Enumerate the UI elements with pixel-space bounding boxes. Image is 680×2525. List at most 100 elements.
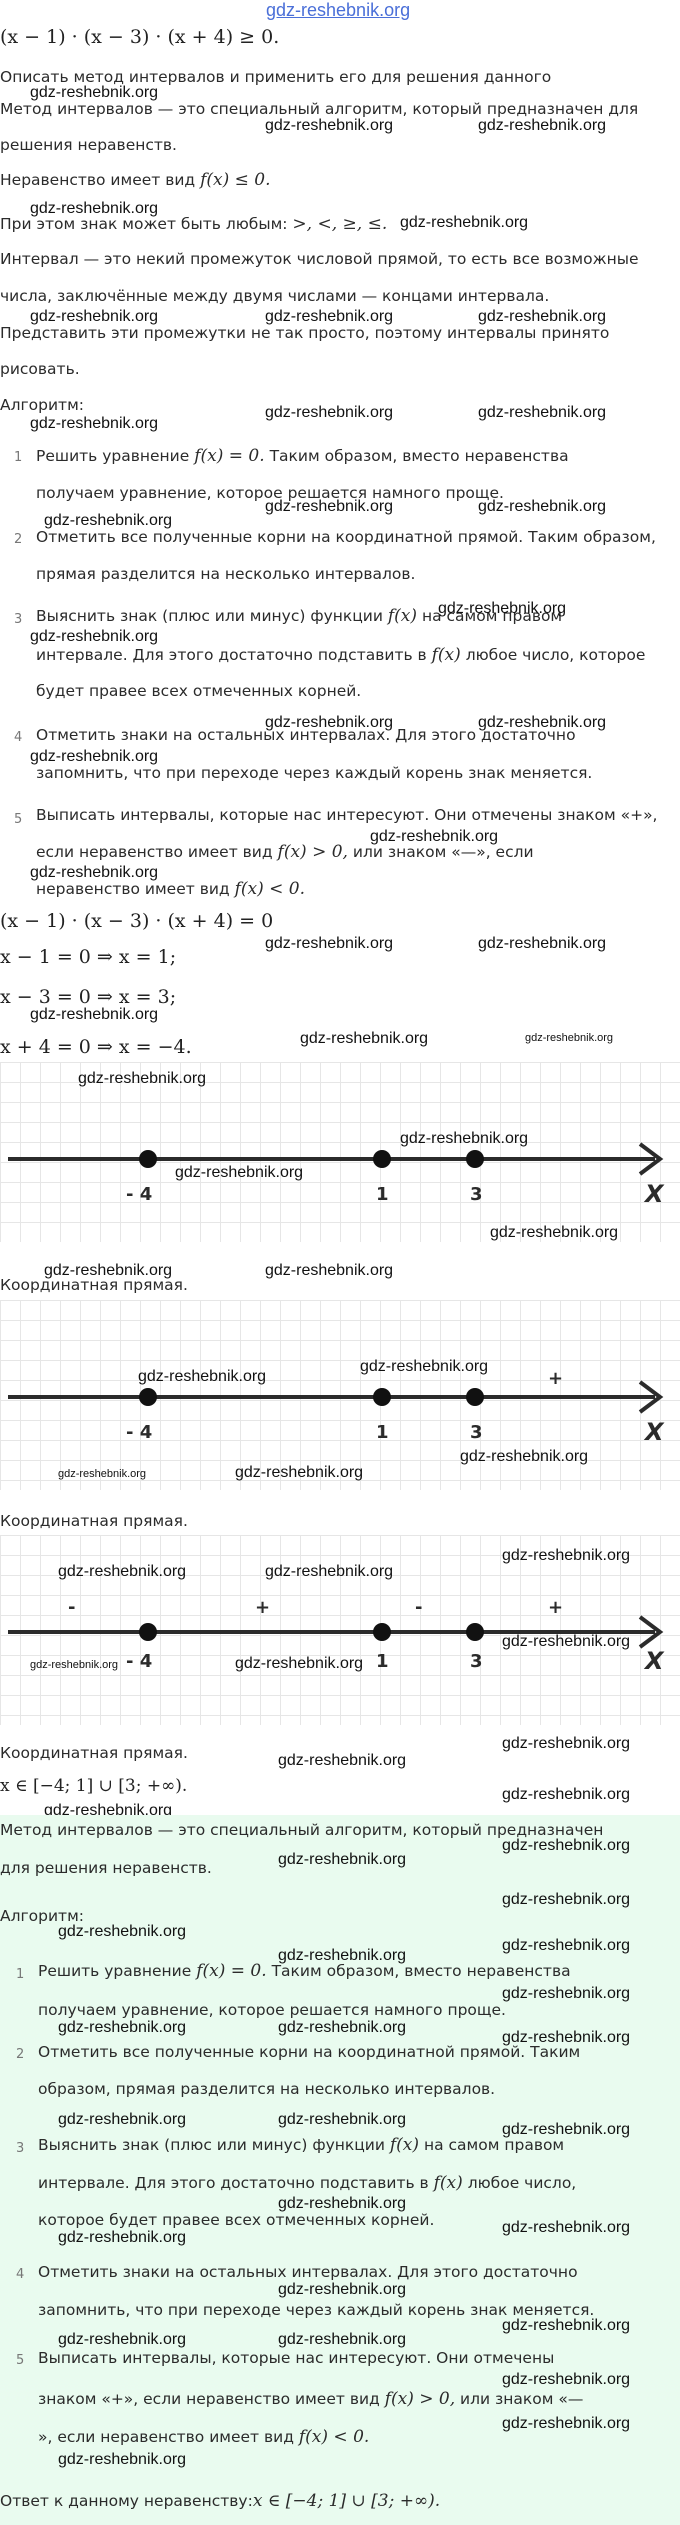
task-instruction: Описать метод интервалов и применить его… bbox=[0, 68, 552, 86]
point-minus-4 bbox=[139, 1150, 157, 1168]
step-number: 5 bbox=[16, 2353, 25, 2368]
number-line-grid: gdz-reshebnik.org gdz-reshebnik.org gdz-… bbox=[0, 1535, 680, 1725]
summary-step-5-line-3: », если неравенство имеет вид f(x) < 0. bbox=[38, 2427, 370, 2447]
watermark: gdz-reshebnik.org bbox=[58, 2451, 187, 2468]
watermark: gdz-reshebnik.org bbox=[278, 2019, 407, 2036]
summary-step-1-math: f(x) = 0. bbox=[196, 1961, 267, 1981]
summary-step-3-math: f(x) bbox=[389, 2135, 420, 2155]
watermark: gdz-reshebnik.org bbox=[502, 1937, 631, 1954]
step-2-line-1: Отметить все полученные корни на координ… bbox=[36, 528, 656, 546]
step-5-math-2: f(x) < 0. bbox=[234, 879, 305, 899]
watermark: gdz-reshebnik.org bbox=[478, 404, 607, 421]
interval-text-4: рисовать. bbox=[0, 360, 80, 378]
step-1-math: f(x) = 0. bbox=[194, 446, 265, 466]
watermark: gdz-reshebnik.org bbox=[30, 1006, 159, 1023]
watermark: gdz-reshebnik.org bbox=[525, 1032, 614, 1044]
answer-label: Ответ к данному неравенству: bbox=[0, 2492, 253, 2510]
watermark: gdz-reshebnik.org bbox=[278, 1947, 407, 1964]
task-inequality: (x − 1) · (x − 3) · (x + 4) ≥ 0. bbox=[0, 26, 280, 48]
watermark: gdz-reshebnik.org bbox=[30, 748, 159, 765]
interval-sign: + bbox=[548, 1597, 564, 1618]
watermark: gdz-reshebnik.org bbox=[490, 1224, 619, 1241]
solution-equation: (x − 1) · (x − 3) · (x + 4) = 0 bbox=[0, 910, 274, 932]
watermark: gdz-reshebnik.org bbox=[30, 1659, 119, 1671]
watermark: gdz-reshebnik.org bbox=[438, 600, 567, 617]
axis-arrow bbox=[638, 1615, 664, 1649]
point-3 bbox=[466, 1388, 484, 1406]
step-number: 2 bbox=[16, 2047, 25, 2062]
watermark: gdz-reshebnik.org bbox=[44, 512, 173, 529]
summary-step-4-line-1: Отметить знаки на остальных интервалах. … bbox=[38, 2263, 578, 2281]
watermark: gdz-reshebnik.org bbox=[58, 1923, 187, 1940]
step-3-line-1: Выяснить знак (плюс или минус) функции f… bbox=[36, 606, 563, 626]
watermark: gdz-reshebnik.org bbox=[502, 2029, 631, 2046]
watermark: gdz-reshebnik.org bbox=[502, 1891, 631, 1908]
watermark: gdz-reshebnik.org bbox=[58, 1563, 187, 1580]
summary-definition-2: для решения неравенств. bbox=[0, 1859, 212, 1877]
watermark: gdz-reshebnik.org bbox=[502, 2415, 631, 2432]
summary-step-3-line-2: интервале. Для этого достаточно подстави… bbox=[38, 2173, 577, 2193]
method-definition-2: решения неравенств. bbox=[0, 136, 177, 154]
watermark: gdz-reshebnik.org bbox=[138, 1368, 267, 1385]
watermark: gdz-reshebnik.org bbox=[300, 1030, 429, 1047]
watermark: gdz-reshebnik.org bbox=[265, 498, 394, 515]
sign-math: >, <, ≥, ≤. bbox=[292, 214, 388, 234]
watermark: gdz-reshebnik.org bbox=[278, 1752, 407, 1769]
interval-sign: - bbox=[415, 1597, 423, 1618]
watermark: gdz-reshebnik.org bbox=[30, 628, 159, 645]
sign-note: При этом знак может быть любым: >, <, ≥,… bbox=[0, 214, 388, 234]
tick-label: 3 bbox=[470, 1184, 483, 1205]
interval-sign: - bbox=[68, 1597, 76, 1618]
watermark: gdz-reshebnik.org bbox=[30, 308, 159, 325]
step-number: 1 bbox=[16, 1967, 25, 1982]
interval-sign: + bbox=[548, 1368, 564, 1389]
tick-label: 1 bbox=[376, 1184, 389, 1205]
watermark: gdz-reshebnik.org bbox=[278, 2111, 407, 2128]
number-line-caption: Координатная прямая. bbox=[0, 1744, 188, 1762]
point-3 bbox=[466, 1623, 484, 1641]
summary-step-5-math: f(x) > 0, bbox=[384, 2389, 456, 2409]
tick-label: - 4 bbox=[126, 1651, 153, 1672]
step-number: 4 bbox=[16, 2267, 25, 2282]
step-5-line-1: Выписать интервалы, которые нас интересу… bbox=[36, 806, 658, 824]
watermark: gdz-reshebnik.org bbox=[502, 1786, 631, 1803]
interval-text-1: Интервал — это некий промежуток числовой… bbox=[0, 250, 639, 268]
point-minus-4 bbox=[139, 1388, 157, 1406]
watermark: gdz-reshebnik.org bbox=[278, 1851, 407, 1868]
summary-step-3-math-2: f(x) bbox=[433, 2173, 463, 2193]
tick-label: 3 bbox=[470, 1651, 483, 1672]
method-definition: Метод интервалов — это специальный алгор… bbox=[0, 100, 639, 118]
step-2-line-2: прямая разделится на несколько интервало… bbox=[36, 565, 416, 583]
watermark: gdz-reshebnik.org bbox=[502, 1735, 631, 1752]
number-line-2 bbox=[8, 1380, 664, 1414]
interval-sign: + bbox=[255, 1597, 271, 1618]
point-1 bbox=[373, 1388, 391, 1406]
watermark: gdz-reshebnik.org bbox=[265, 404, 394, 421]
form-text: Неравенство имеет вид f(x) ≤ 0. bbox=[0, 170, 271, 190]
step-number: 2 bbox=[14, 532, 23, 547]
watermark: gdz-reshebnik.org bbox=[370, 828, 499, 845]
step-3-math-2: f(x) bbox=[431, 645, 461, 665]
watermark: gdz-reshebnik.org bbox=[235, 1655, 364, 1672]
summary-answer-math: x ∈ [−4; 1] ∪ [3; +∞). bbox=[252, 2491, 441, 2511]
watermark: gdz-reshebnik.org bbox=[400, 214, 529, 231]
point-1 bbox=[373, 1150, 391, 1168]
watermark: gdz-reshebnik.org bbox=[58, 1468, 147, 1480]
watermark-link[interactable]: gdz-reshebnik.org bbox=[266, 0, 411, 20]
summary-step-5-math-2: f(x) < 0. bbox=[298, 2427, 370, 2447]
answer-line: Ответ к данному неравенству:x ∈ [−4; 1] … bbox=[0, 2491, 440, 2511]
watermark: gdz-reshebnik.org bbox=[478, 308, 607, 325]
summary-step-5-line-1: Выписать интервалы, которые нас интересу… bbox=[38, 2349, 555, 2367]
watermark: gdz-reshebnik.org bbox=[58, 2229, 187, 2246]
axis-label: X bbox=[645, 1647, 664, 1675]
step-3-line-3: будет правее всех отмеченных корней. bbox=[36, 682, 362, 700]
watermark: gdz-reshebnik.org bbox=[235, 1464, 364, 1481]
watermark: gdz-reshebnik.org bbox=[360, 1358, 489, 1375]
form-math: f(x) ≤ 0. bbox=[200, 170, 271, 190]
number-line-3 bbox=[8, 1615, 664, 1649]
step-number: 3 bbox=[14, 612, 23, 627]
step-number: 1 bbox=[14, 450, 23, 465]
tick-label: - 4 bbox=[126, 1184, 153, 1205]
watermark: gdz-reshebnik.org bbox=[30, 415, 159, 432]
summary-panel: Метод интервалов — это специальный алгор… bbox=[0, 1815, 680, 2525]
